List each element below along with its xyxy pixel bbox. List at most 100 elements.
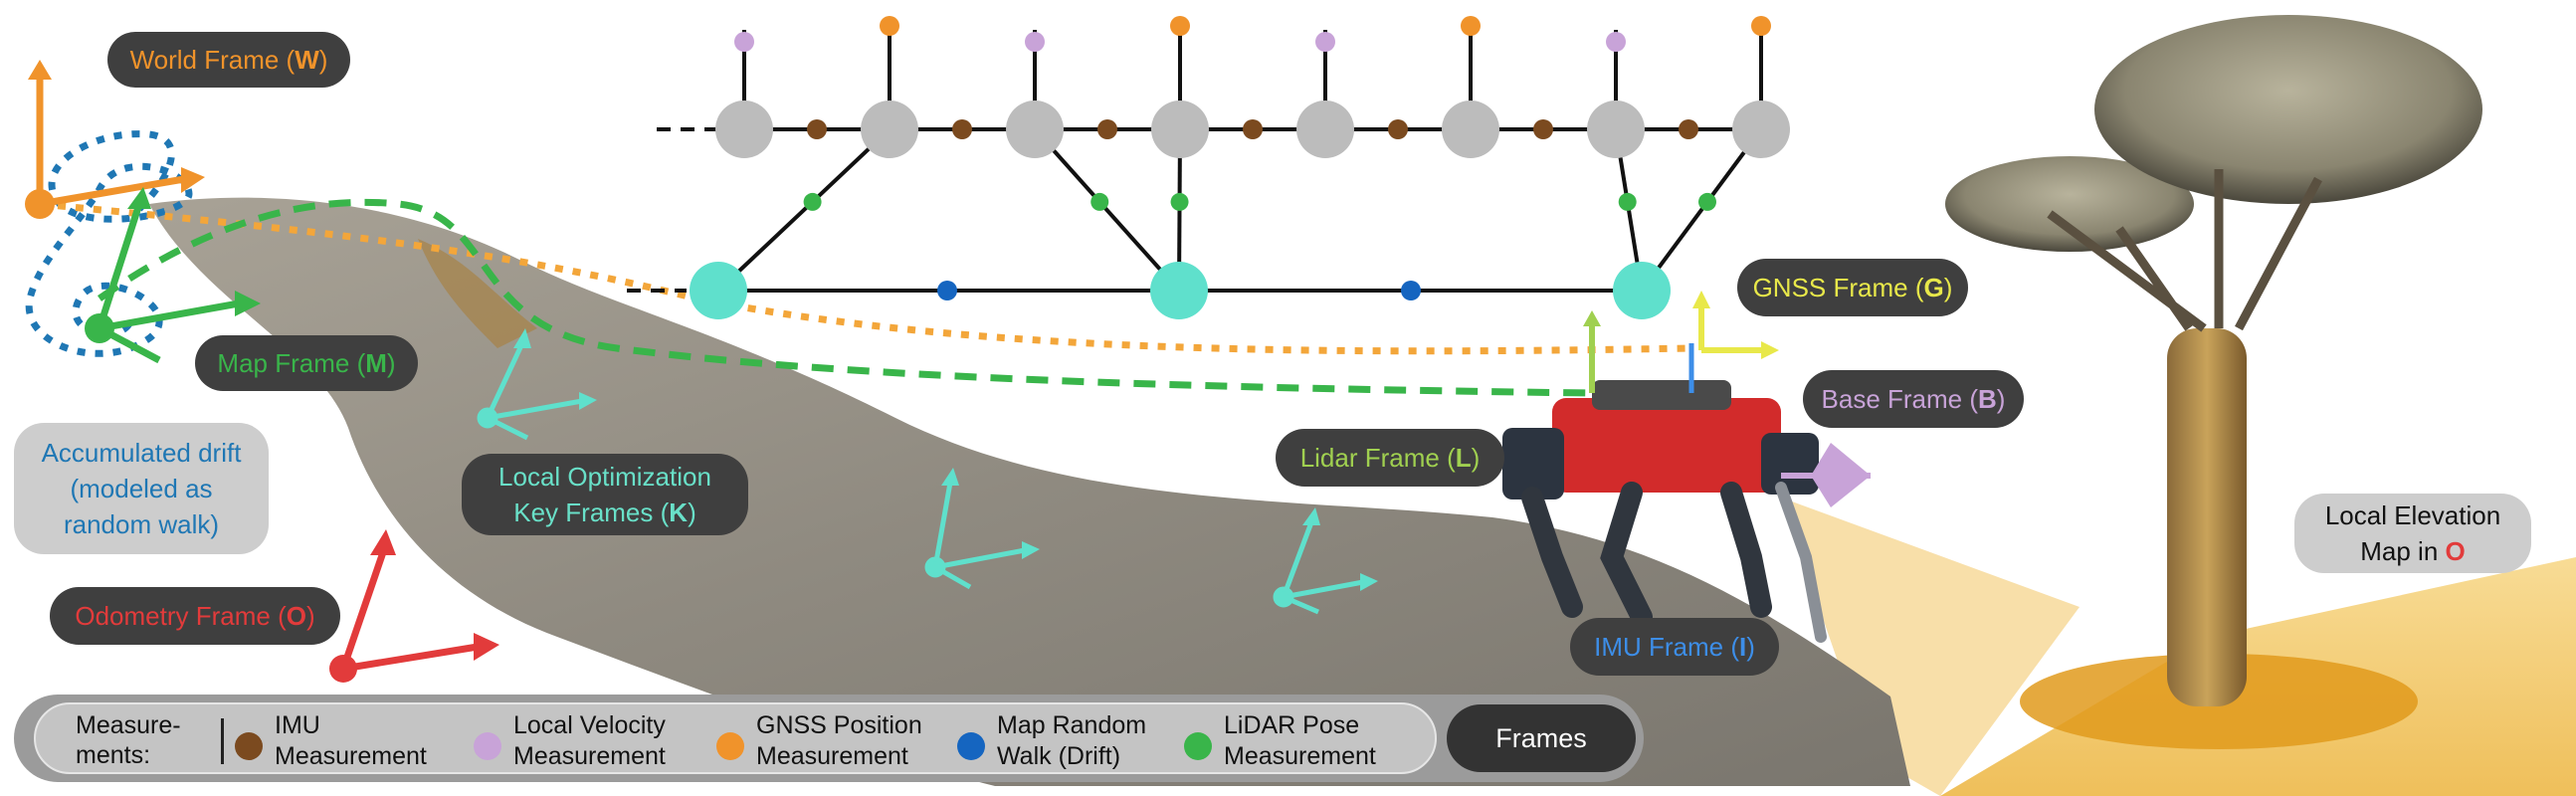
velocity-measurement-dot-icon bbox=[474, 732, 501, 760]
lidar-factor-node bbox=[1698, 192, 1716, 211]
odometry-frame-axes bbox=[329, 529, 499, 683]
map-frame-prefix: Map Frame ( bbox=[217, 348, 366, 378]
gnss-frame-key: G bbox=[1923, 273, 1944, 302]
legend-item-label: Local Velocity Measurement bbox=[513, 711, 666, 770]
lidar-measurement-dot-icon bbox=[1184, 732, 1212, 760]
gnss-factor-node bbox=[1170, 16, 1190, 36]
world-frame-prefix: World Frame ( bbox=[129, 45, 296, 75]
keyframes-suffix: ) bbox=[688, 498, 696, 527]
keyframe-node bbox=[1613, 262, 1671, 319]
odometry-frame-label: Odometry Frame (O) bbox=[50, 587, 340, 645]
imu-frame-key: I bbox=[1738, 632, 1747, 662]
keyframes-prefix: Key Frames ( bbox=[513, 498, 670, 527]
odometry-frame-prefix: Odometry Frame ( bbox=[75, 601, 287, 631]
legend-title: Measure- ments: bbox=[76, 711, 181, 769]
map-to-robot-trajectory bbox=[97, 198, 1593, 397]
keyframe-node bbox=[1150, 262, 1208, 319]
elevation-line1: Local Elevation bbox=[2324, 500, 2501, 530]
state-node bbox=[1006, 100, 1064, 158]
drift-line1: Accumulated drift bbox=[41, 438, 242, 468]
base-frame-suffix: ) bbox=[1996, 384, 2006, 414]
elevation-key: O bbox=[2445, 536, 2466, 566]
gravel-road bbox=[149, 197, 1910, 786]
world-to-gnss-trajectory bbox=[39, 200, 1692, 355]
lidar-frame-suffix: ) bbox=[1471, 443, 1481, 473]
imu-frame-label: IMU Frame (I) bbox=[1570, 618, 1779, 676]
keyframes-label: Local Optimization Key Frames (K) bbox=[462, 454, 748, 535]
imu-factor-node bbox=[807, 119, 827, 139]
velocity-factor-node bbox=[1025, 32, 1045, 52]
drift-factor-node bbox=[1401, 281, 1421, 300]
gnss-measurement-dot-icon bbox=[716, 732, 744, 760]
sensor-cone bbox=[1781, 498, 2080, 796]
imu-factor-node bbox=[1243, 119, 1263, 139]
imu-measurement-dot-icon bbox=[235, 732, 263, 760]
lidar-factor-node bbox=[1090, 192, 1109, 211]
world-frame-key: W bbox=[295, 45, 319, 75]
legend-item-label: LiDAR Pose Measurement bbox=[1224, 711, 1376, 770]
state-node bbox=[861, 100, 918, 158]
legend-item-label: GNSS Position Measurement bbox=[756, 711, 922, 770]
world-frame-label: World Frame (W) bbox=[107, 32, 350, 88]
gnss-frame-axes bbox=[1692, 291, 1779, 359]
gnss-factor-node bbox=[1751, 16, 1771, 36]
imu-factor-node bbox=[1388, 119, 1408, 139]
gnss-frame-suffix: ) bbox=[1943, 273, 1953, 302]
base-frame-key: B bbox=[1978, 384, 1997, 414]
elevation-prefix: Map in bbox=[2360, 536, 2446, 566]
imu-frame-suffix: ) bbox=[1746, 632, 1755, 662]
imu-factor-node bbox=[1533, 119, 1553, 139]
legend: Measure- ments: IMU Measurement Local Ve… bbox=[14, 695, 1644, 782]
elevation-map-label: Local Elevation Map in O bbox=[2294, 494, 2531, 573]
base-frame-prefix: Base Frame ( bbox=[1821, 384, 1979, 414]
map-frame-key: M bbox=[365, 348, 387, 378]
lidar-frame-key: L bbox=[1455, 443, 1472, 473]
frames-badge: Frames bbox=[1447, 704, 1636, 772]
state-node bbox=[715, 100, 773, 158]
state-node bbox=[1442, 100, 1499, 158]
legend-item-label: IMU Measurement bbox=[275, 711, 427, 770]
state-node bbox=[1587, 100, 1645, 158]
imu-factor-node bbox=[952, 119, 972, 139]
lidar-factor-edge bbox=[1640, 127, 1763, 293]
lidar-frame-prefix: Lidar Frame ( bbox=[1299, 443, 1456, 473]
map-frame-axes bbox=[85, 187, 261, 364]
map-frame-label: Map Frame (M) bbox=[195, 335, 418, 391]
keyframes-key: K bbox=[669, 498, 689, 527]
legged-robot bbox=[1502, 310, 1871, 643]
lidar-factor-node bbox=[1170, 192, 1189, 211]
drift-line3: random walk) bbox=[63, 509, 220, 539]
keyframe-node bbox=[690, 262, 747, 319]
drift-label: Accumulated drift (modeled as random wal… bbox=[14, 423, 269, 554]
measurements-legend: Measure- ments: IMU Measurement Local Ve… bbox=[34, 702, 1437, 774]
world-frame-suffix: ) bbox=[318, 45, 328, 75]
gnss-frame-label: GNSS Frame (G) bbox=[1737, 259, 1968, 316]
lidar-factor-edge bbox=[1033, 127, 1181, 293]
tree-trunk bbox=[2167, 328, 2247, 706]
imu-factor-node bbox=[1679, 119, 1698, 139]
state-node bbox=[1151, 100, 1209, 158]
drift-factor-node bbox=[937, 281, 957, 300]
state-node bbox=[1296, 100, 1354, 158]
state-node bbox=[1732, 100, 1790, 158]
velocity-factor-node bbox=[1606, 32, 1626, 52]
grass-patch bbox=[418, 239, 537, 348]
legend-item-label: Map Random Walk (Drift) bbox=[997, 711, 1147, 770]
odometry-frame-key: O bbox=[286, 601, 306, 631]
imu-frame-prefix: IMU Frame ( bbox=[1594, 632, 1739, 662]
gnss-factor-node bbox=[1461, 16, 1481, 36]
world-frame-axes bbox=[25, 60, 205, 219]
velocity-factor-node bbox=[1315, 32, 1335, 52]
keyframe-axes bbox=[477, 328, 1378, 615]
keyframes-line1: Local Optimization bbox=[498, 462, 711, 492]
gnss-frame-prefix: GNSS Frame ( bbox=[1752, 273, 1924, 302]
drift-line2: (modeled as bbox=[70, 474, 213, 503]
gnss-factor-node bbox=[880, 16, 899, 36]
lidar-factor-node bbox=[803, 192, 822, 211]
drift-path bbox=[25, 130, 193, 357]
odometry-frame-suffix: ) bbox=[305, 601, 315, 631]
map-frame-suffix: ) bbox=[386, 348, 396, 378]
tree-canopy-lower bbox=[1945, 156, 2194, 252]
lidar-frame-label: Lidar Frame (L) bbox=[1276, 429, 1504, 487]
